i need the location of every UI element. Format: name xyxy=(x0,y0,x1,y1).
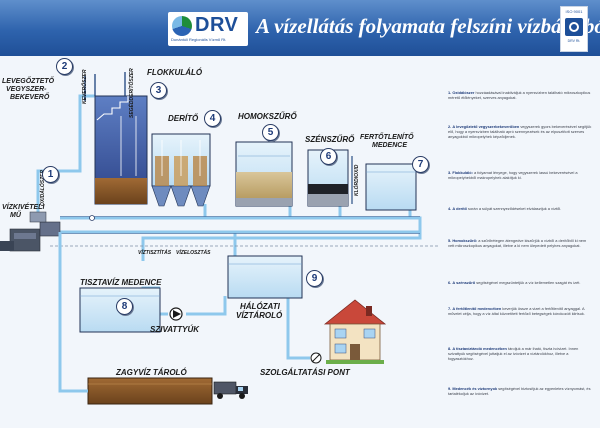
label-sludge-tank: ZAGYVÍZ TÁROLÓ xyxy=(116,368,187,377)
legend-item-4-text: során a súlyát szennyeződéseket elválasz… xyxy=(468,206,562,211)
label-water-intake-line2: MŰ xyxy=(10,212,21,219)
legend-item-1-term: Oxidálószer xyxy=(452,90,475,95)
legend-item-2-text: vegyszerek gyors bekeverésével segítjük … xyxy=(448,124,592,139)
label-aerator-mixer: LEVEGŐZTETŐ VEGYSZER- BEKEVERŐ xyxy=(2,78,54,102)
legend-item-6-number: 6. xyxy=(448,280,452,285)
step-badge-1: 1 xyxy=(42,166,59,183)
label-water-intake-line1: VÍZKIVÉTELI xyxy=(2,204,45,211)
legend-item-3-term: Flokkuláló: xyxy=(452,170,473,175)
legend-item-6-term: A szénszűrő xyxy=(452,280,476,285)
house-illustration xyxy=(323,299,387,364)
legend-item-7: 7. A fertőtlenítő medencében keverjük ös… xyxy=(448,306,592,316)
intake-valve-icon xyxy=(89,215,95,221)
legend-item-2-term: A levegőztető vegyszerbekeverőben xyxy=(452,124,520,129)
legend-item-8-text: tároljuk a már iható, tiszta ivóvizet. I… xyxy=(448,346,579,361)
legend-item-1-number: 1. xyxy=(448,90,452,95)
network-reservoir xyxy=(227,255,303,299)
drv-logo-text: DRV xyxy=(195,14,239,36)
legend-item-6: 6. A szénszűrő segítségével megszüntetjü… xyxy=(448,280,592,285)
legend-item-2: 2. A levegőztető vegyszerbekeverőben veg… xyxy=(448,124,592,139)
legend-item-7-term: A fertőtlenítő medencében xyxy=(452,306,502,311)
label-flocculator: FLOKKULÁLÓ xyxy=(147,68,203,77)
certification-seal-icon xyxy=(565,18,583,36)
legend-item-7-text: keverjük össze a vizet a fertőtlenítő an… xyxy=(448,306,585,316)
service-point-valve-icon xyxy=(310,352,322,364)
label-water-treatment: VÍZTISZTÍTÁS xyxy=(138,250,172,256)
truck-illustration xyxy=(213,381,248,399)
water-intake-structure xyxy=(0,211,61,252)
step-badge-2: 2 xyxy=(56,58,73,75)
legend-item-2-number: 2. xyxy=(448,124,452,129)
legend-item-9-text: segítségével biztosítjuk az egyenletes v… xyxy=(448,386,591,396)
label-aerator-line3: BEKEVERŐ xyxy=(10,94,50,101)
legend-item-6-text: segítségével megszüntetjük a víz kelleme… xyxy=(476,280,581,285)
disinfection-basin xyxy=(365,163,417,211)
legend-item-5-text: a szűrőrétegen átengedve kiszűrjük a víz… xyxy=(448,238,587,248)
certification-badge: ISO 9001 DRV Rt. xyxy=(560,6,588,52)
legend-item-9-term: Medencék és víztornyok xyxy=(452,386,498,391)
label-pumps: SZIVATTYÚK xyxy=(150,325,200,334)
label-disinfection-line1: FERTŐTLENÍTŐ xyxy=(360,134,414,141)
legend-item-4-term: A derítő xyxy=(452,206,467,211)
step-badge-7: 7 xyxy=(412,156,429,173)
certification-bottom-text: DRV Rt. xyxy=(567,39,581,43)
step-badge-9: 9 xyxy=(306,270,323,287)
step-badge-5: 5 xyxy=(262,124,279,141)
header-banner: DRV Dunántúli Regionális Vízmű Rt. A víz… xyxy=(0,0,600,56)
legend-item-3-number: 3. xyxy=(448,170,452,175)
legend-item-5-number: 5. xyxy=(448,238,452,243)
sand-filter-tank xyxy=(235,141,293,207)
label-disinfection-basin: FERTŐTLENÍTŐ MEDENCE xyxy=(360,134,414,150)
label-coagulant-aid: SEGÉDDERÍTŐSZER xyxy=(129,68,135,118)
legend-item-1: 1. Oxidálószer hozzáadásával inaktiválju… xyxy=(448,90,592,100)
label-chlorine-dioxide: KLÓRDIOXID xyxy=(354,164,360,196)
label-aerator-line2: VEGYSZER- xyxy=(6,86,47,93)
process-diagram: VÍZKIVÉTELI MŰ OXIDÁLÓSZER LEVEGŐZTETŐ V… xyxy=(0,56,440,428)
legend-item-8-term: A tisztavíztároló medencében xyxy=(452,346,507,351)
label-water-distribution: VÍZELOSZTÁS xyxy=(176,250,211,256)
label-network-reservoir-line1: HÁLÓZATI xyxy=(240,302,280,311)
label-clarifier: DERÍTŐ xyxy=(168,114,199,123)
flocculator-tank xyxy=(94,95,148,205)
legend-item-1-text: hozzáadásával inaktiváljuk a nyersvízben… xyxy=(448,90,591,100)
legend-item-3: 3. Flokkuláló: a folyamat lényege, hogy … xyxy=(448,170,592,180)
label-aerator-line1: LEVEGŐZTETŐ xyxy=(2,78,55,85)
drv-logo: DRV Dunántúli Regionális Vízmű Rt. xyxy=(168,12,248,46)
process-drawing xyxy=(0,72,440,405)
clarifier-tank xyxy=(151,133,211,207)
label-network-reservoir: HÁLÓZATI VÍZTÁROLÓ xyxy=(236,302,282,320)
sludge-pipe xyxy=(58,232,88,393)
pump xyxy=(169,307,183,321)
label-clean-water-basin: TISZTAVÍZ MEDENCE xyxy=(80,278,162,287)
poster-title: A vízellátás folyamata felszíni vízbázis… xyxy=(256,14,600,38)
step-badge-8: 8 xyxy=(116,298,133,315)
legend-item-3-text: a folyamat lényege, hogy vegyszerek lass… xyxy=(448,170,578,180)
step-badge-4: 4 xyxy=(204,110,221,127)
legend-item-4-number: 4. xyxy=(448,206,452,211)
legend-item-9: 9. Medencék és víztornyok segítségével b… xyxy=(448,386,592,396)
step-badge-3: 3 xyxy=(150,82,167,99)
legend-item-4: 4. A derítő során a súlyát szennyeződése… xyxy=(448,206,592,211)
label-disinfection-line2: MEDENCE xyxy=(372,142,408,149)
legend-item-8: 8. A tisztavíztároló medencében tároljuk… xyxy=(448,346,592,361)
step-badge-6: 6 xyxy=(320,148,337,165)
label-service-point: SZOLGÁLTATÁSI PONT xyxy=(260,368,350,377)
label-sand-filter: HOMOKSZŰRŐ xyxy=(238,112,297,121)
label-mixing-agent: KEVERŐSZER xyxy=(82,69,88,104)
chemical-feed-pipes xyxy=(84,72,126,101)
label-network-reservoir-line2: VÍZTÁROLÓ xyxy=(236,311,283,320)
drv-logo-mark-icon xyxy=(172,16,192,36)
legend-item-5: 5. Homokszűrő: a szűrőrétegen átengedve … xyxy=(448,238,592,248)
legend-item-8-number: 8. xyxy=(448,346,452,351)
label-water-intake: VÍZKIVÉTELI MŰ xyxy=(2,204,44,220)
pipe-outlines xyxy=(60,216,420,234)
certification-top-text: ISO 9001 xyxy=(565,9,583,14)
legend-item-9-number: 9. xyxy=(448,386,452,391)
label-carbon-filter: SZÉNSZŰRŐ xyxy=(305,135,355,144)
sludge-water-tank xyxy=(87,377,213,405)
legend-item-7-number: 7. xyxy=(448,306,452,311)
drv-logo-subtitle: Dunántúli Regionális Vízmű Rt. xyxy=(171,37,227,42)
legend-item-5-term: Homokszűrő: xyxy=(452,238,478,243)
